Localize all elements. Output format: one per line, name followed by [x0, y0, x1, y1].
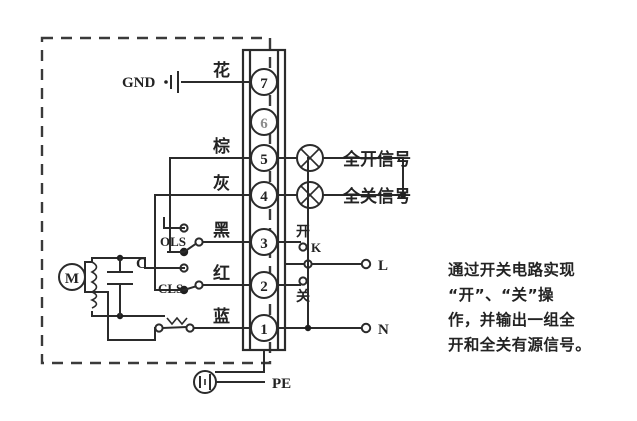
signal-label-fully-close: 全关信号: [342, 186, 411, 207]
k-close-label: 关: [296, 288, 310, 305]
note-line-1: 通过开关电路实现: [448, 261, 576, 279]
gnd-label: GND: [122, 75, 156, 91]
signal-label-fully-open: 全开信号: [342, 149, 411, 170]
note-line-4: 开和全关有源信号。: [448, 336, 592, 355]
thermal-contact-right[interactable]: [185, 323, 195, 333]
k-contact-close[interactable]: [298, 276, 308, 286]
terminal-6[interactable]: [250, 108, 278, 136]
lamp-open-cross-2: [300, 148, 320, 168]
k-open-label: 开: [296, 224, 310, 240]
motor-winding-upper: [90, 261, 98, 293]
k-switch-name: K: [311, 240, 322, 255]
wire-color-label-2: 红: [213, 263, 230, 284]
terminal-1-number: 1: [260, 322, 268, 338]
lamp-close-cross-2: [300, 185, 320, 205]
terminal-4-number: 4: [260, 189, 268, 205]
gnd-dot: [164, 80, 168, 84]
neutral-label: N: [378, 322, 389, 338]
note-line-3: 作，并输出一组全: [448, 311, 576, 330]
cls-no-contact[interactable]: [194, 280, 204, 290]
terminal-5-number: 5: [260, 152, 268, 168]
terminal-neutral[interactable]: [360, 322, 372, 334]
terminal-6-number: 6: [260, 116, 268, 132]
pe-label: PE: [272, 376, 291, 392]
thermal-protector-icon: [166, 316, 188, 326]
k-contact-open[interactable]: [298, 242, 308, 252]
wire-color-label-3: 黑: [213, 221, 230, 241]
wire-color-label-7: 花: [213, 60, 230, 81]
terminal-2-number: 2: [260, 279, 268, 295]
cls-label: CLS: [158, 281, 183, 296]
wire-color-label-5: 棕: [213, 136, 230, 157]
motor-label: M: [65, 271, 79, 287]
terminal-live[interactable]: [360, 258, 372, 270]
thermal-blade: [161, 325, 188, 330]
junction-signal-common: [399, 191, 407, 199]
terminal-3-number: 3: [260, 236, 268, 252]
ols-label: OLS: [160, 234, 186, 249]
note-line-2: “开”、“关”操: [448, 286, 554, 305]
motor-winding-lower: [90, 291, 98, 309]
explanatory-note: 通过开关电路实现 “开”、“关”操 作，并输出一组全 开和全关有源信号。: [448, 258, 626, 358]
terminal-7-number: 7: [260, 76, 268, 92]
thermal-contact-left[interactable]: [154, 323, 164, 333]
live-label: L: [378, 258, 388, 274]
capacitor-label: C: [136, 256, 147, 272]
ols-blade: [182, 241, 199, 254]
ols-no-contact[interactable]: [194, 237, 204, 247]
wire-color-label-1: 蓝: [213, 307, 230, 327]
wire-color-label-4: 灰: [213, 173, 230, 194]
junction-neutral-bus: [304, 324, 312, 332]
